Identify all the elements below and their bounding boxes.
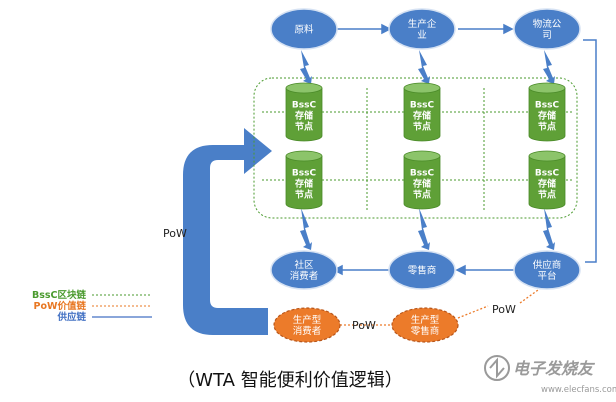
diagram-caption: （WTA 智能便利价值逻辑） [177,370,402,391]
bssc-storage-node-r2-c1-label-line-2: 存储 [295,178,313,190]
bssc-storage-node-r1-c2-label-line-2: 存储 [413,110,431,122]
node-supplier-platform-label-line-2: 平台 [537,270,556,282]
bssc-storage-node-r1-c3-label-line-2: 存储 [538,110,556,122]
pow-label-middle: PoW [352,319,376,332]
node-retailer-label-line-1: 零售商 [408,265,437,277]
node-productive-retailer-label-line-2: 零售商 [411,325,440,337]
lightning-bolt-top-1-icon [300,50,312,84]
watermark-logo-icon [484,355,510,381]
watermark: 电子发烧友 www.elecfans.com [484,355,616,395]
bssc-storage-node-r2-c1-label-line-1: BssC [292,169,317,179]
legend-label-pow: PoW价值链 [34,300,87,312]
bssc-storage-node-r2-c3-label-line-3: 节点 [538,189,556,201]
bssc-grid-lines [262,88,572,210]
node-supplier-platform-label-line-1: 供应商 [533,259,562,271]
node-raw-material-label-line-1: 原料 [294,24,314,36]
bssc-storage-node-r2-c2-label-line-1: BssC [410,169,435,179]
bssc-storage-node-r1-c1-label-line-1: BssC [292,101,317,111]
legend-label-bssc: BssC区块链 [32,289,87,301]
bssc-storage-node-r2-c2-label-line-3: 节点 [413,189,431,201]
node-community-consumer-label-line-2: 消费者 [290,270,319,282]
node-manufacturer-label-line-1: 生产企 [408,18,437,30]
node-retailer: 零售商 [388,250,456,290]
supply-arrows-top [337,23,514,35]
node-productive-retailer-label-line-1: 生产型 [411,314,440,326]
node-logistics-label-line-1: 物流公 [533,18,562,30]
legend: BssC区块链 PoW价值链 供应链 [32,289,152,323]
lightning-bolt-bottom-2-icon [418,208,430,250]
bssc-storage-node-r1-c1-label-line-2: 存储 [295,110,313,122]
bssc-storage-node-r1-c2-label-line-1: BssC [410,101,435,111]
lightning-bolt-bottom-1-icon [300,208,312,250]
big-feedback-arrow [183,128,272,335]
lightning-bolt-top-2-icon [418,50,430,84]
pow-label-left: PoW [163,227,187,240]
supply-connector-right [583,39,597,263]
node-productive-consumer-label-line-1: 生产型 [293,314,322,326]
lightning-bolt-top-3-icon [543,50,555,84]
supply-arrows-bottom [332,264,515,276]
lightning-bolts [300,50,555,250]
lightning-bolt-bottom-3-icon [543,208,555,250]
pow-label-right: PoW [492,303,516,316]
watermark-text: 电子发烧友 [513,359,596,378]
node-raw-material: 原料 [270,8,338,50]
bssc-storage-node-r2-c3-label-line-1: BssC [535,169,560,179]
bssc-storage-node-r2-c2-label-line-2: 存储 [413,178,431,190]
bssc-storage-node-r1-c1-label-line-3: 节点 [295,121,313,133]
bssc-storage-node-r2-c3-label-line-2: 存储 [538,178,556,190]
watermark-url: www.elecfans.com [541,385,616,395]
node-community-consumer-label-line-1: 社区 [294,259,314,271]
node-productive-consumer-label-line-2: 消费者 [293,325,322,337]
bssc-storage-node-r1-c2-label-line-3: 节点 [413,121,431,133]
bssc-storage-node-r1-c3-label-line-3: 节点 [538,121,556,133]
node-manufacturer-label-line-2: 业 [417,30,427,41]
node-logistics-label-line-2: 司 [542,30,552,41]
legend-label-supply: 供应链 [56,311,86,323]
bssc-storage-node-r2-c1-label-line-3: 节点 [295,189,313,201]
bssc-storage-node-r1-c3-label-line-1: BssC [535,101,560,111]
